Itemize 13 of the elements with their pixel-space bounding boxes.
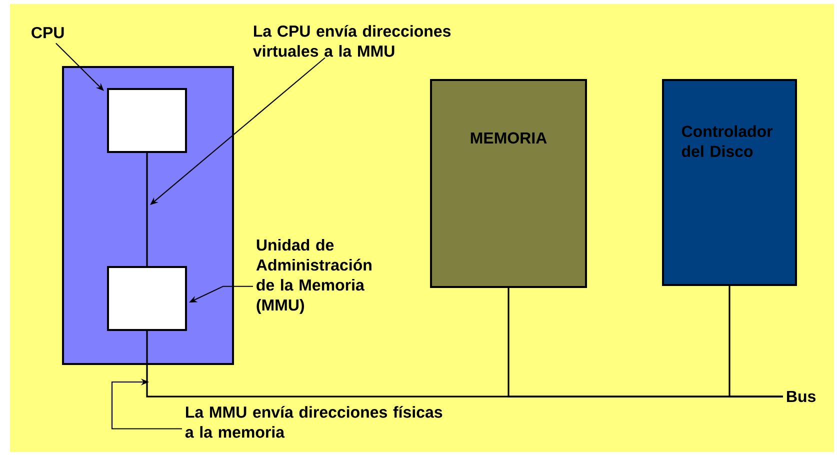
- disk-controller-box: Controlador del Disco: [662, 79, 797, 286]
- annotation-text: CPU: [32, 26, 64, 38]
- mmu-box: [107, 266, 187, 332]
- annotation-text: La MMU envía direcciones físicas a la memoria: [185, 406, 442, 438]
- leader-line: [111, 378, 182, 430]
- annotation-text: La CPU envía direcciones virtuales a la MMU: [253, 24, 451, 57]
- leader-line: [56, 42, 104, 91]
- memory-box: MEMORIA: [430, 79, 588, 288]
- annotation-text: Unidad de Administración de la Memoria (MMU): [256, 238, 372, 314]
- connector-line: [146, 153, 148, 266]
- cpu-box: [107, 88, 187, 154]
- bus-line: [728, 286, 783, 398]
- bus-label: Bus: [787, 390, 816, 402]
